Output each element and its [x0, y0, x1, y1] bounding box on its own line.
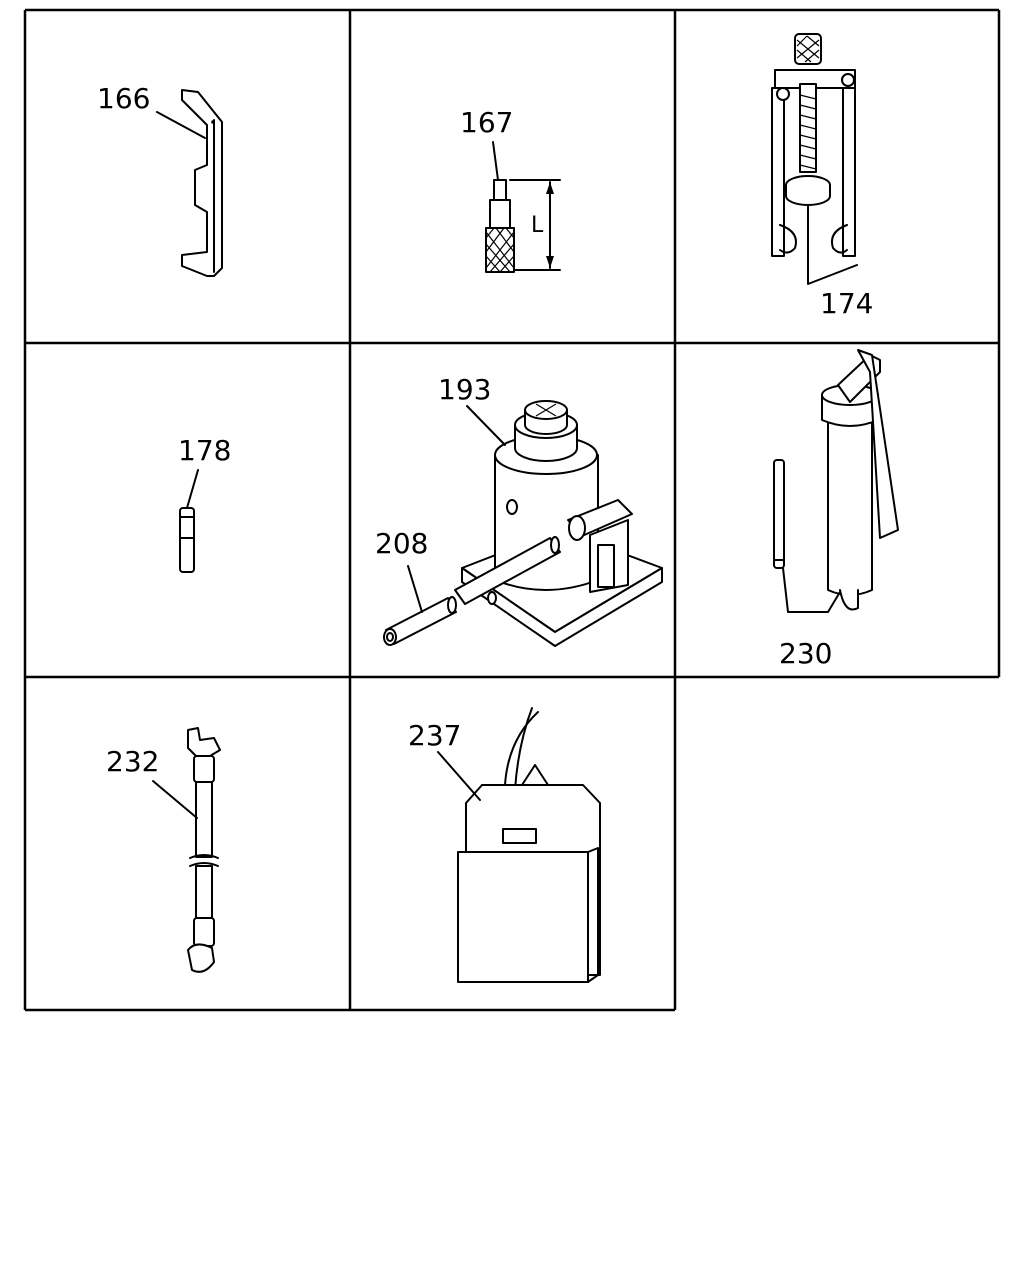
ref-label-193: 193 [438, 373, 491, 406]
hook-wrench-icon [181, 89, 223, 277]
ref-label-166: 166 [97, 82, 150, 115]
leader-line-230 [782, 567, 841, 613]
puller-tool-icon [771, 33, 856, 257]
grease-gun-icon [773, 349, 899, 611]
leader-line-178 [186, 469, 199, 509]
ref-label-208: 208 [375, 527, 428, 560]
leader-line-174 [807, 204, 858, 285]
ref-label-167: 167 [460, 106, 513, 139]
leader-line-166 [156, 111, 206, 139]
bottle-jack-icon [461, 400, 663, 647]
knurled-pin-tool-icon [485, 179, 561, 273]
leader-line-232 [152, 780, 198, 819]
leader-line-167 [492, 141, 499, 181]
pin-icon [179, 507, 195, 573]
hose-icon [187, 727, 221, 973]
tool-bag-icon [457, 707, 601, 983]
ref-label-232: 232 [106, 745, 159, 778]
ref-label-178: 178 [178, 434, 231, 467]
ref-label-230: 230 [779, 637, 832, 670]
ref-label-237: 237 [408, 719, 461, 752]
leader-line-193 [466, 405, 506, 446]
ref-label-174: 174 [820, 287, 873, 320]
diagram-grid [23, 8, 1001, 1012]
dimension-label-L: L [531, 213, 544, 238]
jack-handle-icon [383, 536, 561, 646]
leader-line-208 [407, 565, 423, 613]
leader-line-237 [437, 751, 481, 801]
